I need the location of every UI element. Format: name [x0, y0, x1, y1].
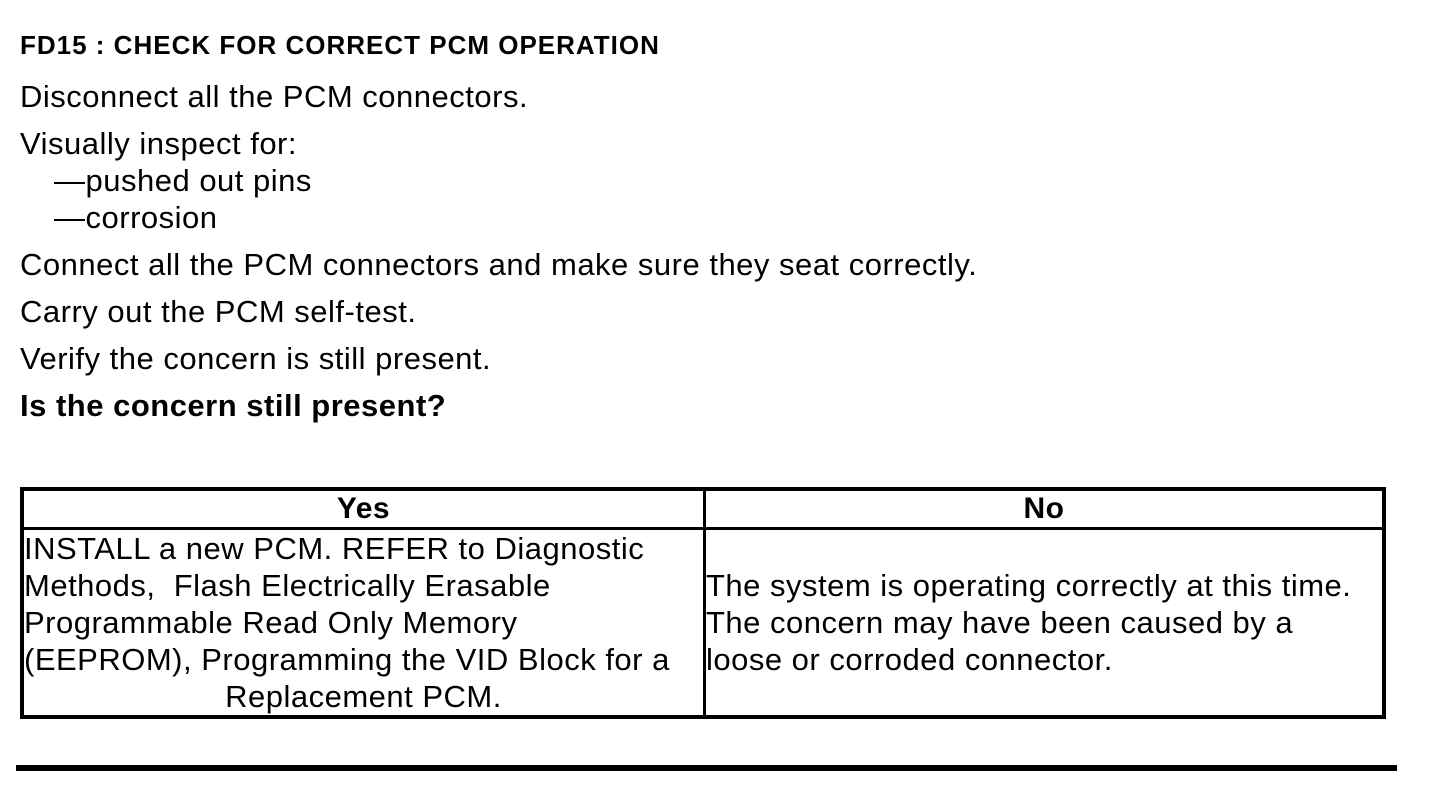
- step-verify-concern: Verify the concern is still present.: [20, 341, 492, 376]
- page-divider-rule: [16, 765, 1397, 771]
- yes-action-last-line: Replacement PCM.: [225, 679, 502, 714]
- step-connect-connectors: Connect all the PCM connectors and make …: [20, 247, 978, 282]
- decision-question: Is the concern still present?: [20, 388, 447, 423]
- inspect-item-corrosion: —corrosion: [54, 200, 218, 235]
- decision-table-body-row: INSTALL a new PCM. REFER to Diagnostic M…: [20, 527, 1386, 719]
- decision-table-header-row: Yes No: [20, 487, 1386, 530]
- no-action-text: The system is operating correctly at thi…: [705, 568, 1352, 677]
- procedure-title: FD15 : CHECK FOR CORRECT PCM OPERATION: [20, 30, 660, 60]
- yes-column-header: Yes: [20, 487, 706, 530]
- yes-action-cell: INSTALL a new PCM. REFER to Diagnostic M…: [20, 527, 706, 719]
- inspect-item-pushed-out-pins: —pushed out pins: [54, 163, 312, 198]
- step-disconnect-connectors: Disconnect all the PCM connectors.: [20, 79, 529, 114]
- decision-table: Yes No INSTALL a new PCM. REFER to Diagn…: [20, 487, 1386, 719]
- step-pcm-self-test: Carry out the PCM self-test.: [20, 294, 417, 329]
- yes-action-text: INSTALL a new PCM. REFER to Diagnostic M…: [24, 531, 670, 677]
- step-visually-inspect: Visually inspect for:: [20, 126, 297, 161]
- no-column-header: No: [702, 487, 1386, 530]
- no-action-cell: The system is operating correctly at thi…: [702, 527, 1386, 719]
